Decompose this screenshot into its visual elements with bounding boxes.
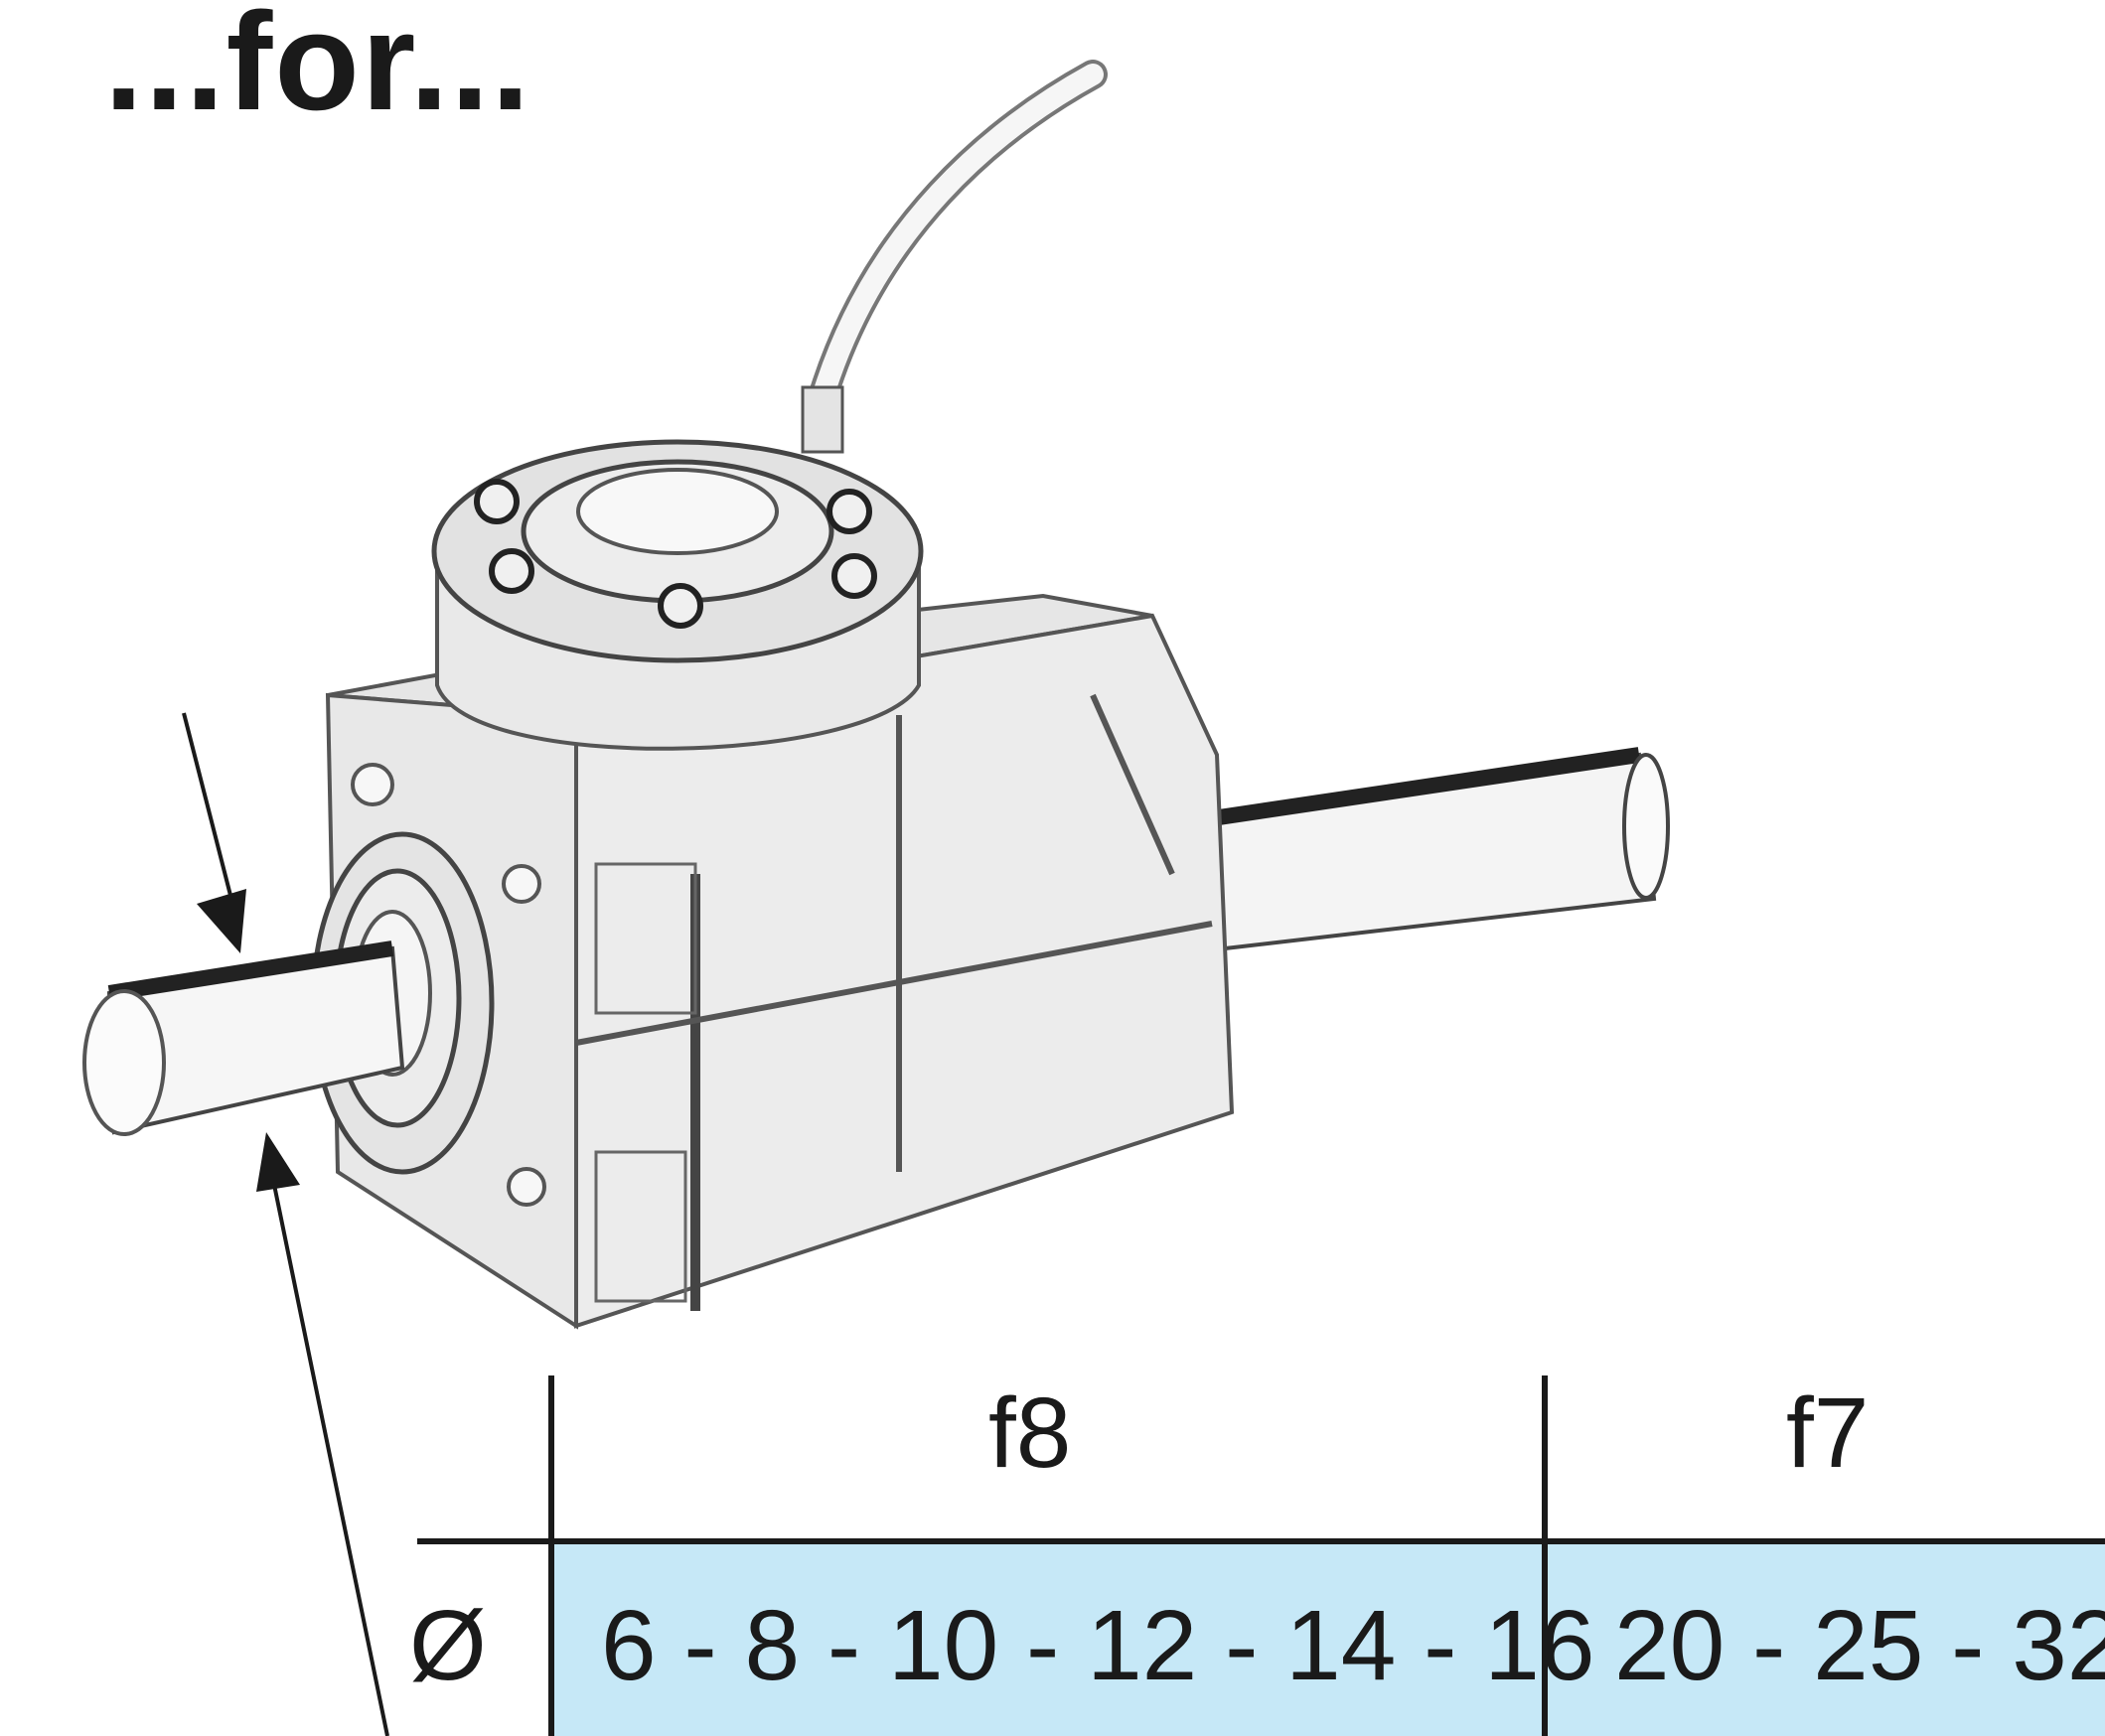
value-cells-fill [551, 1544, 2105, 1736]
diameter-values-f8: 6 - 8 - 10 - 12 - 14 - 16 [601, 1590, 1595, 1701]
diameter-values-f7: 20 - 25 - 32 [1614, 1590, 2105, 1701]
arrow-down-icon [197, 889, 246, 953]
tolerance-header-f7: f7 [1786, 1377, 1870, 1489]
diameter-arrows [182, 712, 389, 1736]
bolt [658, 583, 703, 629]
right-shaft [1169, 747, 1670, 956]
top-flange [431, 439, 924, 751]
left-shaft [82, 940, 405, 1136]
tolerance-table-grid [417, 1375, 2105, 1736]
tolerance-header-f8: f8 [988, 1377, 1072, 1489]
bolt [474, 479, 520, 524]
arrow-up-icon [256, 1132, 300, 1192]
diameter-row-label: Ø [409, 1590, 487, 1701]
page-title: ...for... [104, 0, 532, 139]
hose-fitting [801, 385, 844, 454]
bolt [831, 553, 877, 599]
bolt [489, 548, 534, 594]
bolt [827, 489, 872, 534]
cable-hose [801, 60, 1108, 454]
